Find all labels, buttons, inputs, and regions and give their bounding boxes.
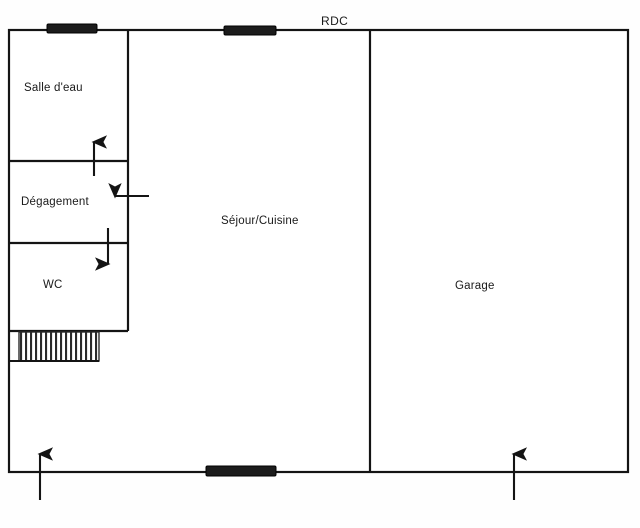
window-bottom-left-icon: [205, 465, 277, 477]
room-label-sejour-cuisine: Séjour/Cuisine: [221, 215, 299, 227]
partition-walls: [10, 31, 372, 471]
staircase-hatch: [18, 331, 100, 362]
room-label-wc: WC: [43, 279, 63, 291]
page-title: RDC: [321, 14, 349, 28]
building-outline: [7, 28, 630, 474]
room-label-degagement: Dégagement: [21, 196, 89, 208]
staircase: [10, 331, 100, 362]
building-perimeter: [7, 28, 630, 474]
window-top-left-icon: [46, 23, 98, 34]
circulation-arrows: [40, 142, 514, 500]
window-top-center-icon: [223, 25, 277, 36]
openings: [46, 23, 277, 477]
room-label-salle-deau: Salle d'eau: [24, 82, 83, 94]
room-label-garage: Garage: [455, 280, 495, 292]
